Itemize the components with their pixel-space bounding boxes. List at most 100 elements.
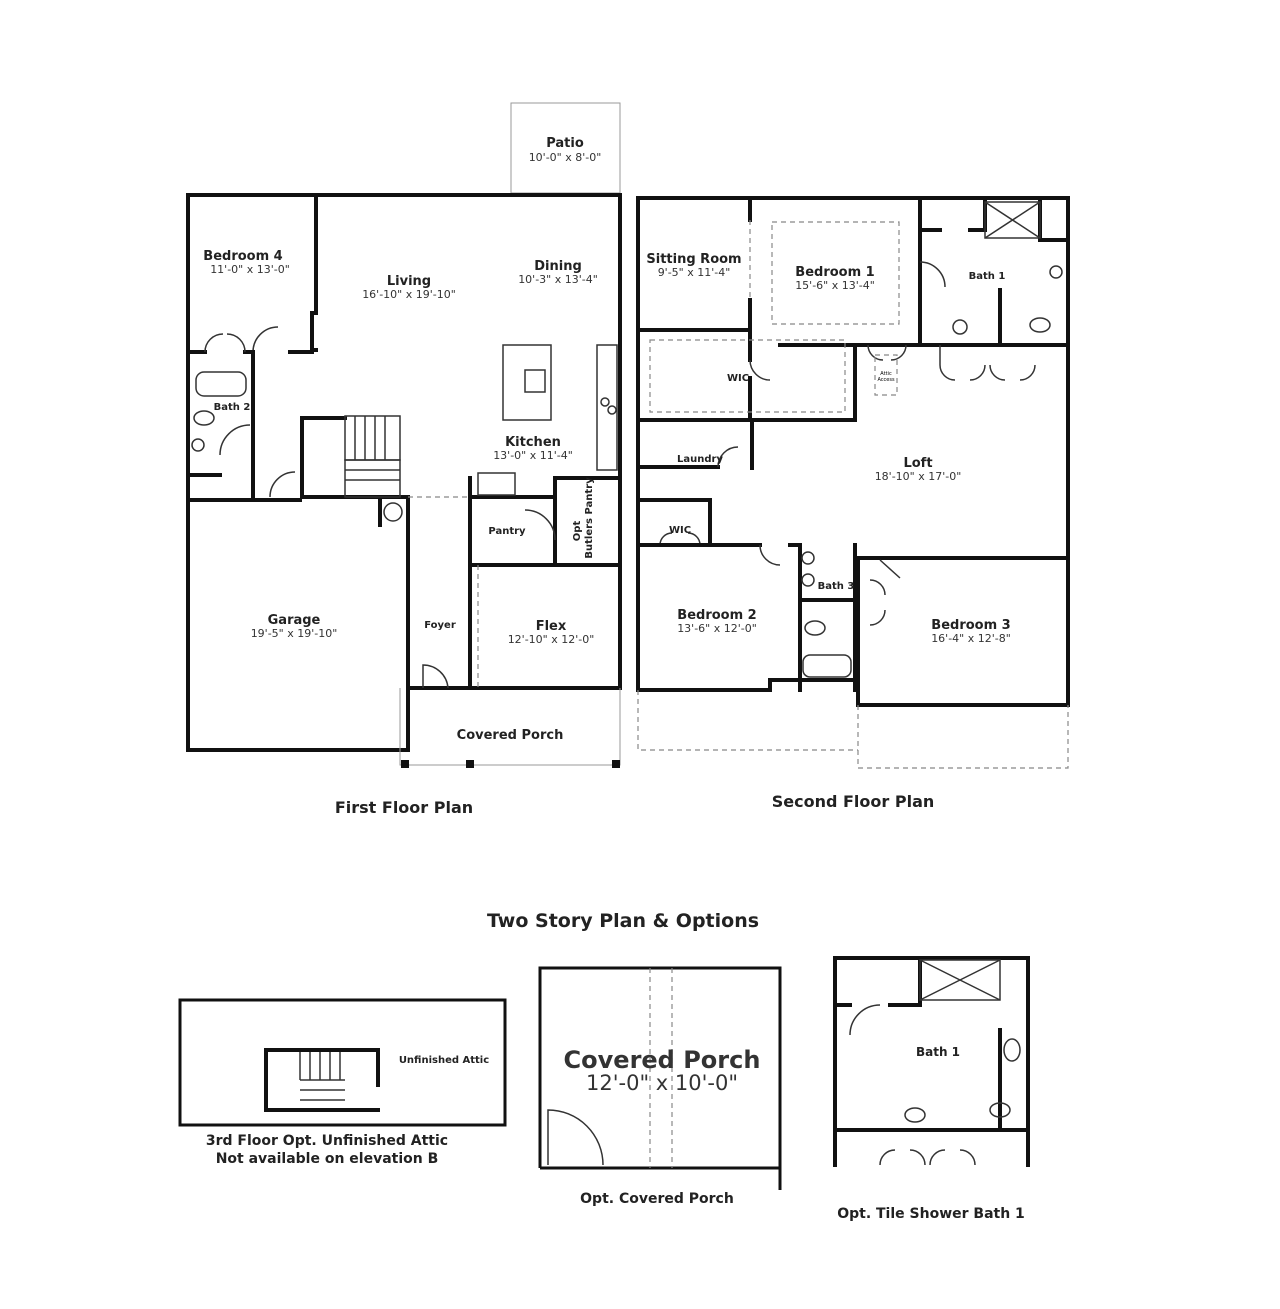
sink-icon xyxy=(904,1107,926,1123)
shower-icon xyxy=(919,959,1001,1001)
sink-icon xyxy=(952,319,968,335)
first-floor-plan: Patio 10'-0" x 8'-0" Bedroom 4 11'-0" x … xyxy=(186,102,622,817)
patio-size: 10'-0" x 8'-0" xyxy=(529,151,602,164)
dining-label: Dining xyxy=(534,259,582,274)
bath2-label: Bath 2 xyxy=(214,402,251,413)
page-title: Two Story Plan & Options xyxy=(487,910,759,932)
attic-access-label-1: Attic xyxy=(880,371,892,377)
shower-icon xyxy=(984,201,1041,239)
toilet-icon xyxy=(193,410,215,426)
shower-cross xyxy=(984,201,1041,239)
pantry-wall xyxy=(468,476,622,690)
attic-stair-wall xyxy=(264,1048,380,1112)
attic-label: Unfinished Attic xyxy=(399,1055,489,1066)
bath1-label: Bath 1 xyxy=(969,271,1006,282)
porch-size: 12'-0" x 10'-0" xyxy=(586,1071,738,1095)
second-floor-plan: Sitting Room 9'-5" x 11'-4" Bedroom 1 15… xyxy=(636,196,1070,811)
covered-porch-label: Covered Porch xyxy=(457,728,564,743)
pantry-label: Pantry xyxy=(488,526,526,537)
staircase-icon xyxy=(344,415,401,498)
bedroom3-size: 16'-4" x 12'-8" xyxy=(931,632,1011,645)
kitchen-label: Kitchen xyxy=(505,435,561,450)
sink-icon xyxy=(1049,265,1063,279)
wic-shelves xyxy=(649,339,846,413)
bath3-label: Bath 3 xyxy=(818,581,855,592)
living-label: Living xyxy=(387,274,431,289)
garage-size: 19'-5" x 19'-10" xyxy=(251,627,338,640)
loft-label: Loft xyxy=(903,456,932,471)
laundry-label: Laundry xyxy=(677,454,723,465)
tray-ceiling xyxy=(771,221,900,325)
foyer-label: Foyer xyxy=(424,620,456,631)
bathtub-icon xyxy=(802,654,852,678)
sink-icon xyxy=(191,438,205,452)
bath1-door-swing xyxy=(919,261,946,288)
bedroom1-double-door xyxy=(867,344,907,361)
sink-icon xyxy=(801,551,815,565)
bathtub-icon xyxy=(195,371,247,397)
covered-porch-outline xyxy=(399,688,621,766)
bedroom4-label: Bedroom 4 xyxy=(203,249,282,264)
second-floor-caption: Second Floor Plan xyxy=(772,792,935,811)
kitchen-sink-icon xyxy=(524,369,546,393)
dining-size: 10'-3" x 13'-4" xyxy=(518,273,598,286)
bath-door-swings xyxy=(849,1004,976,1166)
porch-column xyxy=(466,760,474,768)
bedroom2-door-swing xyxy=(759,544,781,566)
bath2-wall xyxy=(186,350,302,502)
porch-caption: Opt. Covered Porch xyxy=(580,1191,734,1207)
flex-size: 12'-10" x 12'-0" xyxy=(508,633,595,646)
bedroom3-closet-door xyxy=(869,559,901,626)
pantry-door-swing xyxy=(524,509,556,541)
staircase-icon xyxy=(299,1052,345,1101)
toilet-icon xyxy=(989,1102,1011,1118)
kitchen-island xyxy=(502,344,552,421)
sitting-room-size: 9'-5" x 11'-4" xyxy=(658,266,731,279)
attic-caption-2: Not available on elevation B xyxy=(216,1151,439,1167)
wic-door-swing xyxy=(749,359,771,381)
wic1-label: WIC xyxy=(727,373,749,384)
toilet-icon xyxy=(1029,317,1051,333)
bath-caption: Opt. Tile Shower Bath 1 xyxy=(837,1206,1025,1222)
sitting-room-label: Sitting Room xyxy=(646,252,741,267)
kitchen-counter xyxy=(596,344,618,471)
bedroom3-label: Bedroom 3 xyxy=(931,618,1010,633)
attic-access-outline xyxy=(874,354,898,396)
first-floor-exterior-wall xyxy=(186,193,622,752)
living-size: 16'-10" x 19'-10" xyxy=(362,288,456,301)
water-heater-icon xyxy=(383,502,403,522)
bedroom1-label: Bedroom 1 xyxy=(795,265,874,280)
porch-column xyxy=(612,760,620,768)
patio-label: Patio xyxy=(546,136,584,151)
sink-icon xyxy=(1003,1038,1021,1062)
option-unfinished-attic: Unfinished Attic 3rd Floor Opt. Unfinish… xyxy=(178,998,507,1167)
bedroom1-size: 15'-6" x 13'-4" xyxy=(795,279,875,292)
laundry-door-swing xyxy=(717,446,739,468)
shower-cross xyxy=(919,959,1001,1001)
kitchen-size: 13'-0" x 11'-4" xyxy=(493,449,573,462)
bedroom2-size: 13'-6" x 12'-0" xyxy=(677,622,757,635)
garage-label: Garage xyxy=(268,613,321,628)
cooktop-icon xyxy=(600,397,610,407)
opt-bath1-label: Bath 1 xyxy=(916,1045,960,1059)
option-covered-porch: Covered Porch 12'-0" x 10'-0" Opt. Cover… xyxy=(538,966,782,1207)
bedroom2-label: Bedroom 2 xyxy=(677,608,756,623)
porch-column xyxy=(401,760,409,768)
attic-access-label-2: Access xyxy=(877,377,895,383)
wic2-label: WIC xyxy=(669,525,691,536)
toilet-icon xyxy=(804,620,826,636)
bedroom4-door-swing xyxy=(204,326,279,353)
butlers-pantry-label-1: Opt xyxy=(572,521,583,542)
butlers-pantry-label-2: Butlers Pantry xyxy=(584,477,595,559)
garage-door-swing xyxy=(269,471,296,498)
sink-icon xyxy=(801,573,815,587)
laundry-wall xyxy=(636,418,754,547)
front-door-swing xyxy=(422,664,449,689)
flex-label: Flex xyxy=(536,619,567,634)
first-floor-caption: First Floor Plan xyxy=(335,798,473,817)
porch-roof-outline xyxy=(637,690,1069,769)
linen-closet-doors xyxy=(939,345,1036,381)
wic-wall xyxy=(638,343,857,422)
loft-size: 18'-10" x 17'-0" xyxy=(875,470,962,483)
porch-beam xyxy=(649,968,673,1168)
